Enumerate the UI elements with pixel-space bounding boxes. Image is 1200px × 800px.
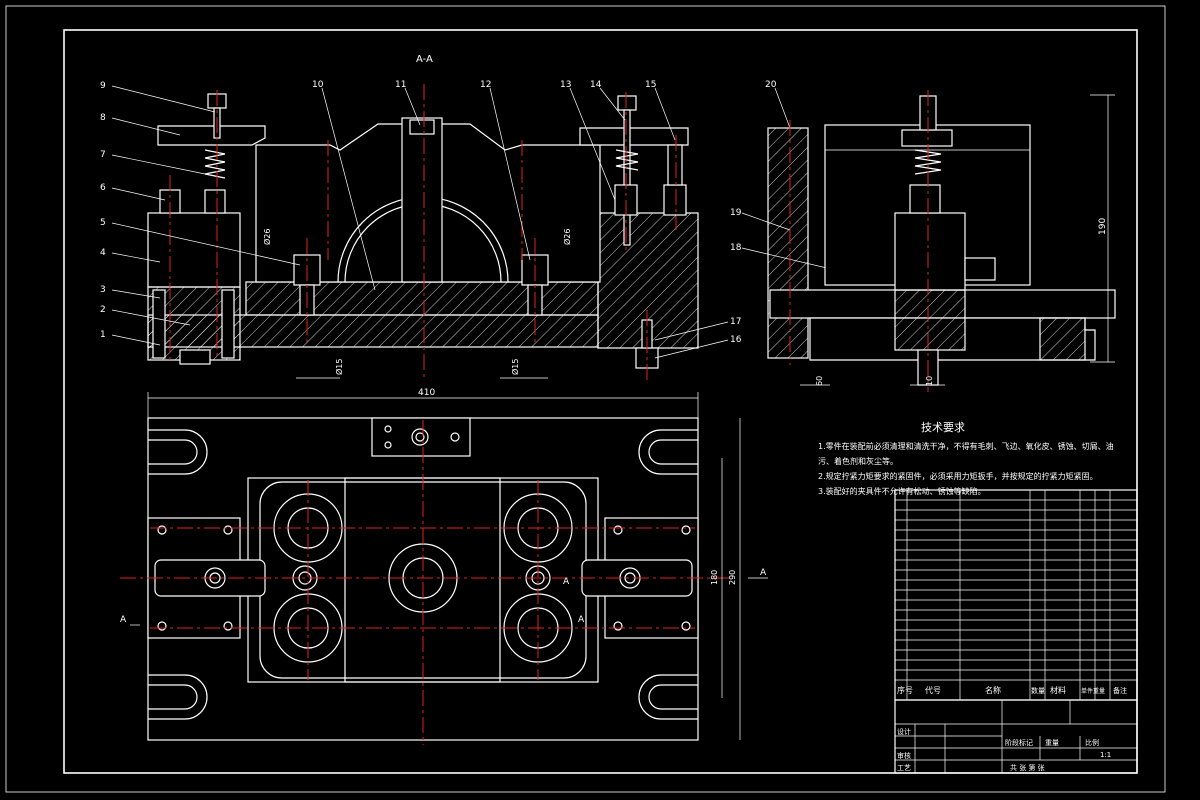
dim-180: 180: [710, 570, 719, 585]
parts-list: 序号 代号 名称 数量 材料 单件重量 备注: [894, 489, 1138, 701]
dim-60-side: 60: [815, 376, 824, 386]
callout-5: 5: [100, 218, 106, 228]
pl-col-seq: 序号: [897, 685, 913, 695]
callout-12: 12: [480, 80, 491, 90]
plan-view: 410: [120, 388, 768, 745]
pl-col-material: 材料: [1050, 685, 1066, 695]
title-block: 设计 审核 工艺 阶段标记 重量 比例 1:1 共 张 第 张: [894, 699, 1138, 774]
callout-3: 3: [100, 285, 106, 295]
inner-frame: [63, 29, 1138, 774]
callout-16: 16: [730, 335, 742, 345]
section-title: A-A: [416, 54, 433, 65]
tb-weight: 重量: [1045, 739, 1059, 747]
tb-process: 工艺: [897, 764, 911, 772]
pl-col-name: 名称: [985, 685, 1001, 695]
tb-design: 设计: [897, 727, 911, 736]
tb-stage: 阶段标记: [1005, 738, 1033, 747]
callout-11: 11: [395, 80, 406, 90]
callout-9a: 9: [100, 81, 106, 91]
technical-requirements: 技术要求 1.零件在装配前必须清理和清洗干净，不得有毛刺、飞边、氧化皮、锈蚀、切…: [818, 420, 1114, 499]
dim-190-side: 190: [1098, 218, 1108, 235]
dim-10-side: 10: [925, 376, 934, 386]
tech-note-1: 1.零件在装配前必须清理和清洗干净，不得有毛刺、飞边、氧化皮、锈蚀、切屑、油: [818, 442, 1114, 451]
dim-410: 410: [418, 388, 435, 398]
dim-290: 290: [728, 570, 737, 585]
callout-6: 6: [100, 183, 106, 193]
callout-8: 8: [100, 113, 106, 123]
callout-2: 2: [100, 305, 106, 315]
section-mark-bottom-left: A: [120, 615, 127, 625]
callouts: 9 8 7 6 5 4 3 2 1 10 11 12 13 14 15 17 1…: [100, 80, 921, 359]
side-view: 190 10 60: [767, 90, 1116, 392]
tb-check: 审核: [897, 751, 911, 760]
callout-13: 13: [560, 80, 571, 90]
outer-frame: [5, 5, 1166, 793]
section-mark-left: A: [563, 577, 570, 587]
tb-scale-value: 1:1: [1100, 751, 1111, 759]
callout-7: 7: [100, 150, 106, 160]
tech-notes-title: 技术要求: [921, 421, 965, 434]
tech-note-2: 2.规定拧紧力矩要求的紧固件，必须采用力矩扳手，并按规定的拧紧力矩紧固。: [818, 472, 1098, 481]
pl-col-remark: 备注: [1113, 686, 1127, 695]
callout-1: 1: [100, 330, 106, 340]
tb-scale: 比例: [1085, 738, 1099, 747]
callout-17: 17: [730, 317, 741, 327]
callout-14: 14: [590, 80, 602, 90]
pl-col-code: 代号: [925, 685, 941, 695]
pl-col-qty: 数量: [1031, 686, 1045, 695]
callout-19: 19: [730, 208, 742, 218]
tech-note-1b: 污、着色剂和灰尘等。: [818, 457, 898, 466]
dim-d15-left: Ø15: [334, 359, 344, 375]
callout-20: 20: [765, 80, 777, 90]
section-mark-bottom-right: A: [578, 615, 585, 625]
dim-d26-left: Ø26: [262, 229, 272, 245]
front-section-view: Ø26 Ø26 Ø15 Ø15: [147, 84, 699, 380]
section-mark-right: A: [760, 568, 767, 578]
callout-4: 4: [100, 248, 106, 258]
tech-note-3: 3.装配好的夹具件不允许有松动、锈蚀等缺陷。: [818, 487, 986, 496]
callout-18: 18: [730, 243, 742, 253]
tb-sheet: 共 张 第 张: [1010, 763, 1045, 772]
pl-col-weight: 单件重量: [1081, 687, 1105, 695]
callout-10: 10: [312, 80, 324, 90]
callout-15: 15: [645, 80, 656, 90]
dim-d26-right: Ø26: [562, 229, 572, 245]
dim-d15-right: Ø15: [510, 359, 520, 375]
